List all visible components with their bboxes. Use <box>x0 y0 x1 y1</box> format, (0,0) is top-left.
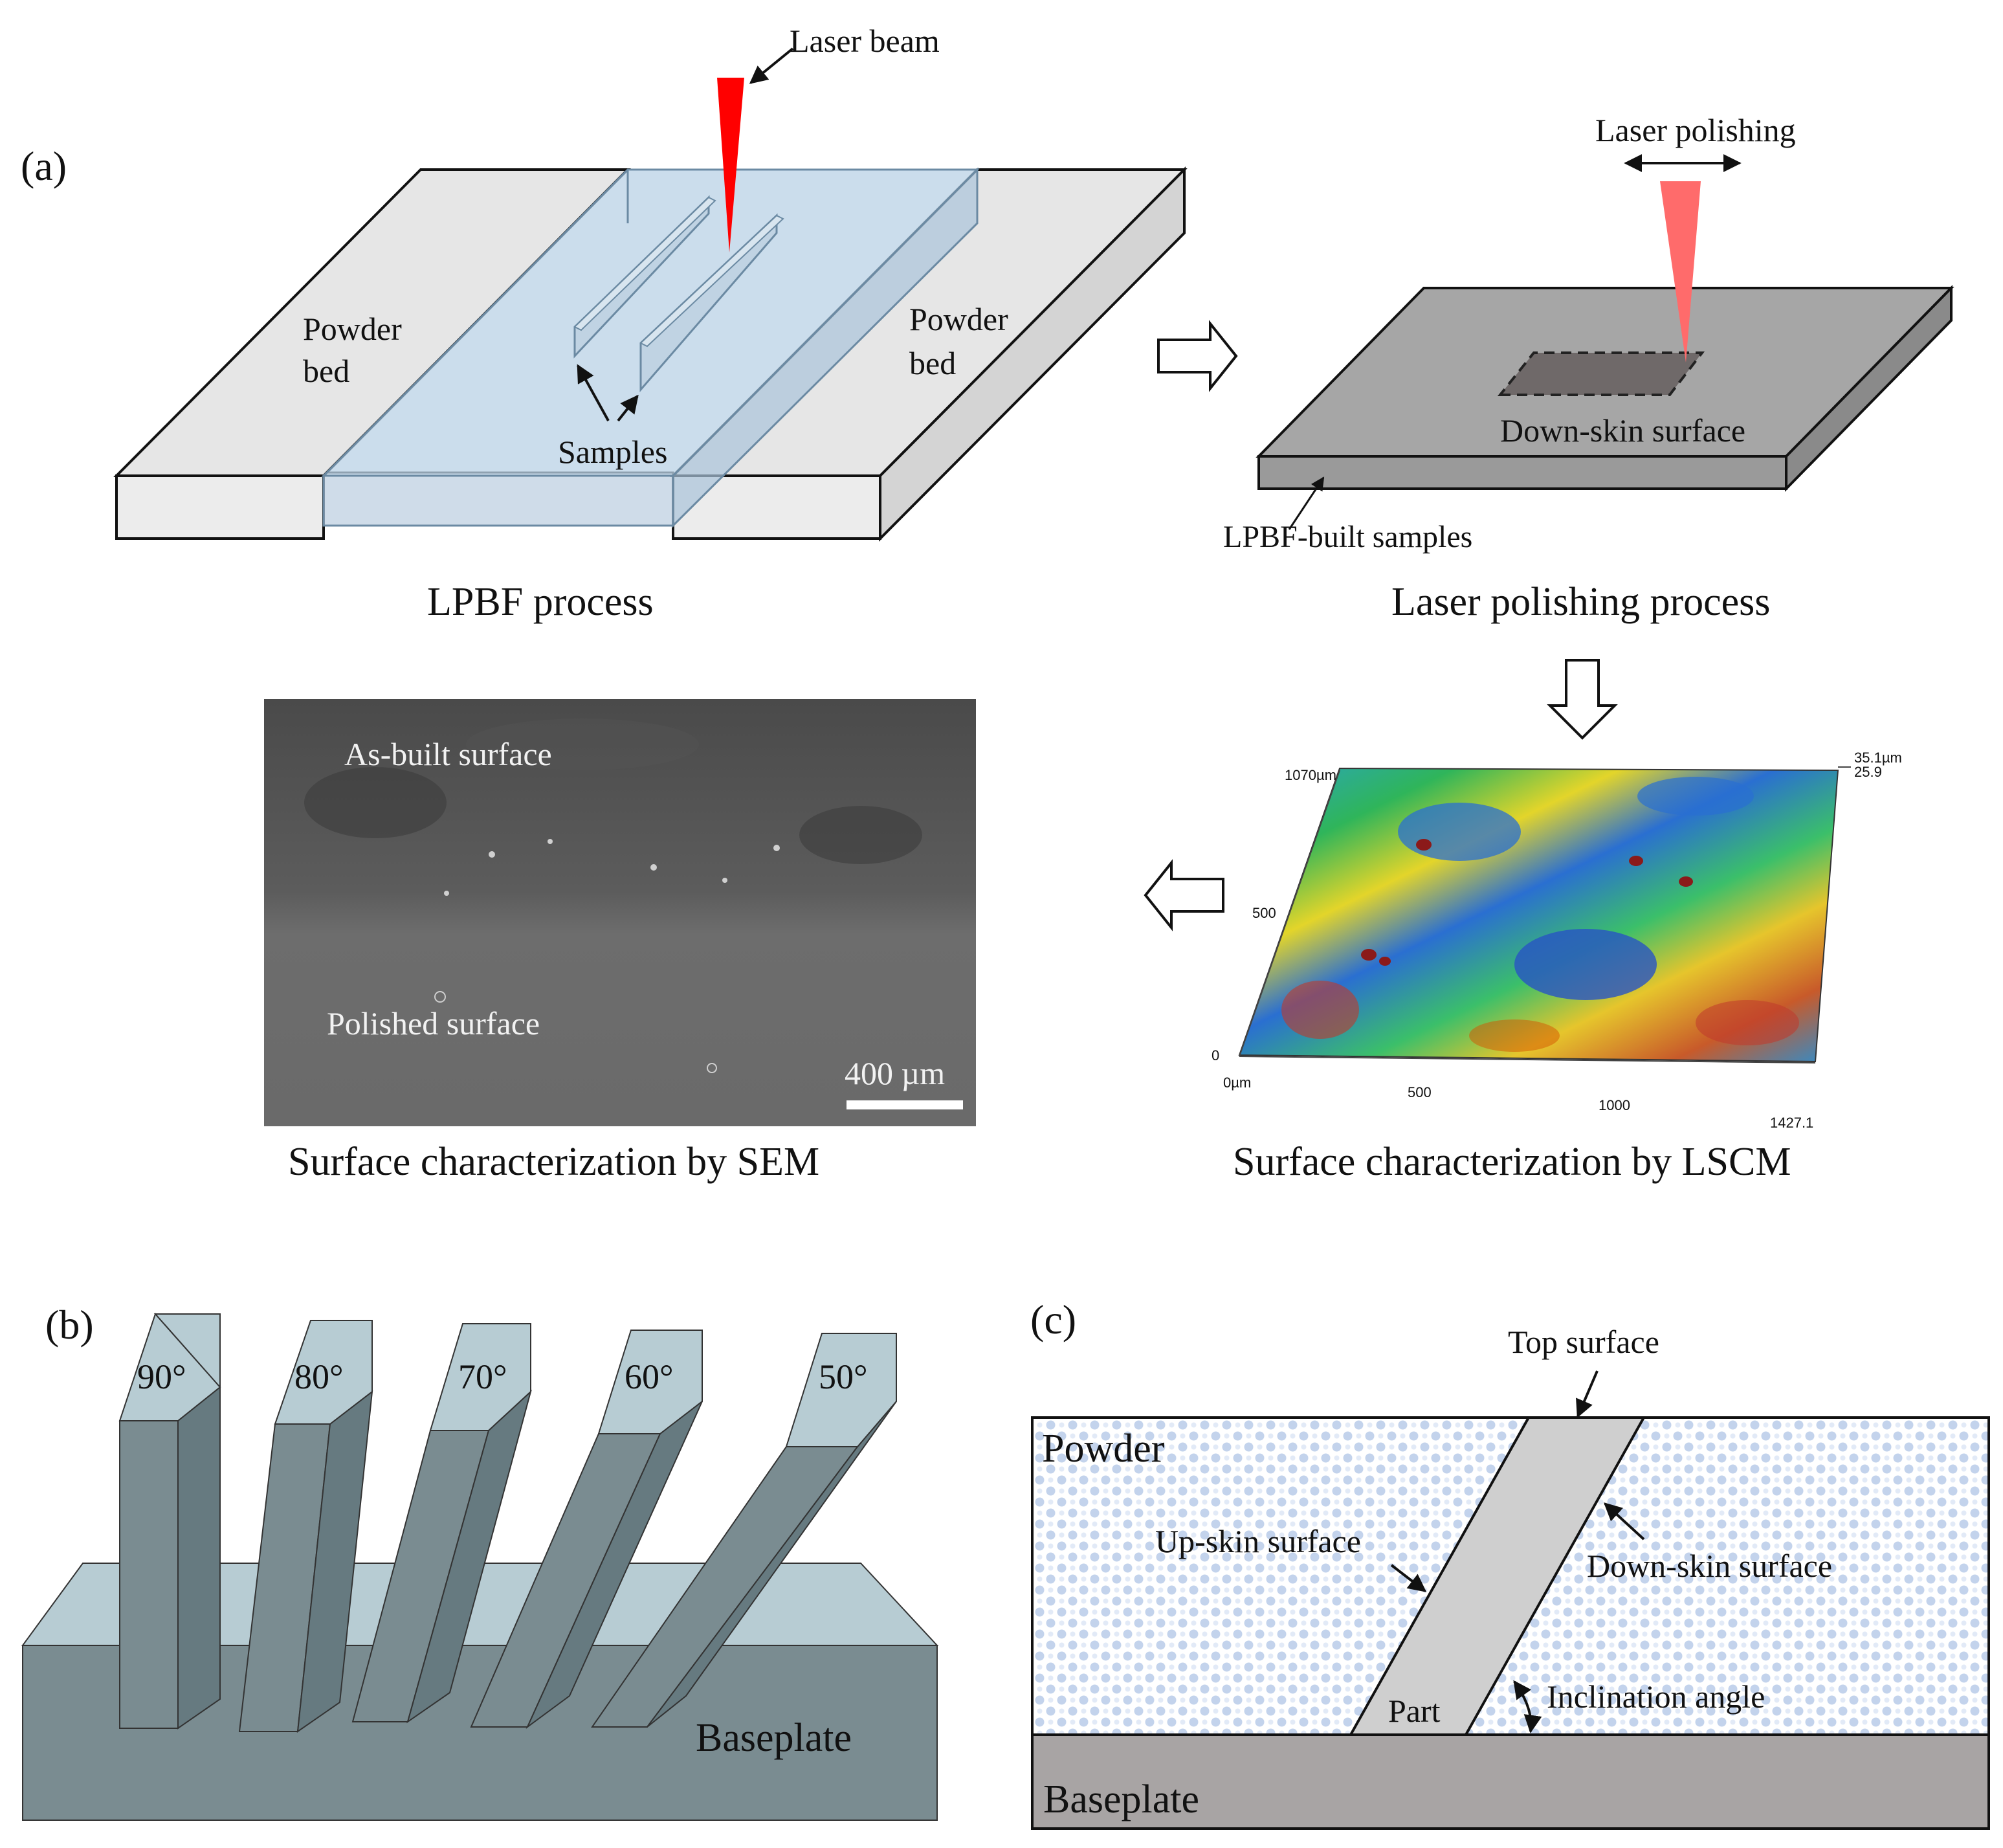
panel-a: (a) Laser beam P <box>21 23 1954 1184</box>
polished-label: Polished surface <box>327 1005 540 1041</box>
down-skin-label: Down-skin surface <box>1500 412 1745 449</box>
panel-b: (b) <box>21 1302 939 1821</box>
angle-label-50: 50° <box>819 1357 868 1396</box>
lscm-x-tick-end: 1427.1 <box>1770 1115 1813 1131</box>
powder-bed-right-label-1: Powder <box>909 301 1008 337</box>
lscm-x-tick-1000: 1000 <box>1599 1097 1630 1113</box>
powder-bed-left-front <box>115 474 325 540</box>
up-skin-label: Up-skin surface <box>1155 1523 1361 1559</box>
powder-bed-left-label-1: Powder <box>303 311 402 347</box>
laser-polishing-label: Laser polishing <box>1595 112 1796 148</box>
lscm-z-tick-2: 25.9 <box>1854 764 1882 780</box>
laser-beam-label: Laser beam <box>790 23 940 59</box>
part <box>1348 1416 1646 1736</box>
scale-bar <box>847 1100 963 1109</box>
block-50 <box>591 1333 897 1728</box>
powder-bed-left-label-2: bed <box>303 353 349 389</box>
laser-beam <box>717 78 744 252</box>
block-80 <box>238 1320 373 1733</box>
powder-label: Powder <box>1042 1427 1165 1471</box>
lscm-y-tick-zero: 0 <box>1212 1047 1219 1063</box>
inclination-label: Inclination angle <box>1547 1678 1765 1715</box>
arrow-down <box>1547 659 1618 740</box>
panel-a-label: (a) <box>21 143 67 189</box>
lscm-z-tick-top: 35.1µm <box>1854 750 1902 766</box>
angle-label-70: 70° <box>458 1357 507 1396</box>
lscm-x-tick-zero: 0µm <box>1223 1074 1251 1091</box>
baseplate-region <box>1031 1733 1990 1830</box>
samples-label: Samples <box>558 434 667 470</box>
polish-caption: Laser polishing process <box>1391 580 1770 624</box>
lscm-surface: 1070µm 500 0 0µm 500 1000 1427.1 35.1µm … <box>1212 750 1902 1184</box>
block-90 <box>118 1313 221 1730</box>
down-skin-label-c: Down-skin surface <box>1587 1548 1832 1584</box>
angle-label-80: 80° <box>294 1357 344 1396</box>
sem-image: As-built surface Polished surface 400 µm… <box>264 699 976 1184</box>
polishing-schematic: Laser polishing Down-skin surface LPBF-b… <box>1223 112 1954 624</box>
lscm-x-tick-500: 500 <box>1408 1084 1432 1100</box>
as-built-label: As-built surface <box>344 736 552 772</box>
polish-plate-side <box>1785 285 1953 492</box>
inclination-arc <box>1513 1680 1542 1733</box>
lscm-y-tick-mid: 500 <box>1252 905 1276 921</box>
arrow-left <box>1144 859 1224 931</box>
angle-label-90: 90° <box>137 1357 186 1396</box>
powder-bed-right-side <box>879 166 1186 542</box>
built-samples-label: LPBF-built samples <box>1223 520 1472 554</box>
angle-label-60: 60° <box>625 1357 674 1396</box>
polish-plate-front <box>1257 455 1787 490</box>
block-60 <box>470 1330 703 1730</box>
panel-c: (c) Top surface Powder Up-skin surface D… <box>1030 1297 1990 1830</box>
lpbf-schematic: Laser beam Powder bed Powder bed Samples… <box>113 23 1188 624</box>
build-region-side <box>672 167 979 528</box>
top-surface-label: Top surface <box>1508 1324 1659 1360</box>
lscm-caption: Surface characterization by LSCM <box>1233 1140 1791 1184</box>
build-region-front <box>322 474 674 527</box>
panel-b-label: (b) <box>45 1302 94 1348</box>
down-skin-region <box>1497 351 1705 396</box>
panel-c-label: (c) <box>1030 1297 1076 1342</box>
powder-bed-right-label-2: bed <box>909 345 956 381</box>
arrow-right <box>1157 320 1238 392</box>
panel-c-baseplate-label: Baseplate <box>1043 1777 1199 1821</box>
sem-caption: Surface characterization by SEM <box>288 1140 819 1184</box>
block-70 <box>351 1323 532 1724</box>
lscm-y-tick-top: 1070µm <box>1285 767 1336 783</box>
scale-bar-label: 400 µm <box>845 1055 945 1091</box>
polishing-laser <box>1660 181 1701 362</box>
part-label: Part <box>1388 1693 1441 1729</box>
lpbf-caption: LPBF process <box>427 580 654 624</box>
panel-b-baseplate-label: Baseplate <box>696 1716 852 1760</box>
